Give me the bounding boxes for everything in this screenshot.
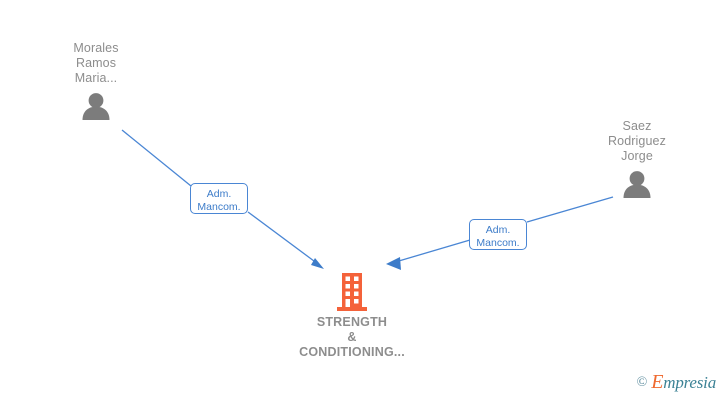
watermark: © Empresia — [636, 371, 717, 394]
edge-right-arrowhead — [386, 257, 401, 270]
edge-left-segment-lower — [247, 211, 319, 265]
person-left-label: Morales Ramos Maria... — [73, 41, 119, 85]
brand-first-letter: E — [651, 371, 664, 393]
person-icon — [623, 171, 651, 198]
edge-left-segment-upper — [121, 129, 192, 187]
edge-label-right[interactable]: Adm. Mancom. — [469, 219, 527, 250]
building-icon — [337, 273, 367, 311]
company-node[interactable]: STRENGTH & CONDITIONING... — [262, 273, 442, 360]
person-node-left[interactable]: Morales Ramos Maria... — [26, 41, 166, 120]
edge-right-segment-upper — [526, 196, 614, 223]
edge-label-left[interactable]: Adm. Mancom. — [190, 183, 248, 214]
company-label: STRENGTH & CONDITIONING... — [299, 315, 405, 359]
person-right-label: Saez Rodriguez Jorge — [608, 119, 666, 163]
brand-logo: Empresia — [651, 371, 716, 394]
person-node-right[interactable]: Saez Rodriguez Jorge — [567, 119, 707, 198]
edge-left-arrowhead — [311, 258, 324, 269]
edge-right-segment-lower — [391, 239, 471, 264]
copyright-icon: © — [636, 374, 648, 390]
person-icon — [82, 93, 110, 120]
brand-rest: mpresia — [663, 373, 716, 392]
